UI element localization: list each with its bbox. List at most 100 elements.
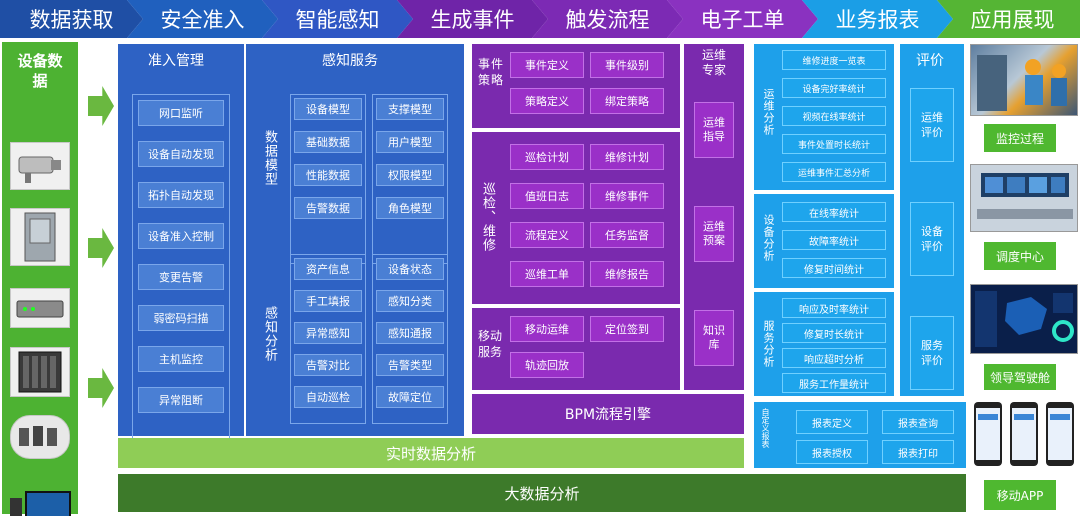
ops-report-item: 运维事件汇总分析 <box>782 162 886 182</box>
access-item: 异常阻断 <box>138 387 224 413</box>
big-data-analysis-text: 大数据分析 <box>504 484 580 503</box>
monitoring-photo <box>970 44 1078 116</box>
analysis-item: 手工填报 <box>294 290 362 312</box>
event-strategy-panel: 事件策略 事件定义事件级别策略定义绑定策略 <box>472 44 680 128</box>
service-analysis-label: 服务分析 <box>762 320 775 368</box>
analysis-item: 设备状态 <box>376 258 444 280</box>
service-report-item: 响应超时分析 <box>782 348 886 368</box>
model-item: 基础数据 <box>294 131 362 153</box>
custom-report-item: 报表授权 <box>796 440 868 464</box>
app-tag-mobile: 移动APP <box>984 480 1056 510</box>
bpm-engine-bar: BPM流程引擎 <box>472 394 744 434</box>
analysis-item: 异常感知 <box>294 322 362 344</box>
realtime-analysis-text: 实时数据分析 <box>385 444 476 463</box>
device-data-panel: 设备数据 <box>2 42 78 516</box>
inspect-item: 值班日志 <box>510 183 584 209</box>
analysis-item: 告警类型 <box>376 354 444 376</box>
access-item: 设备准入控制 <box>138 223 224 249</box>
mobile-service-panel: 移动服务 移动运维定位签到轨迹回放 <box>472 308 680 390</box>
cockpit-dashboard-photo <box>970 284 1078 354</box>
data-model-label: 数据模型 <box>262 130 277 186</box>
device-analysis-label: 设备分析 <box>762 214 775 262</box>
access-item: 变更告警 <box>138 264 224 290</box>
evaluation-item: 服务评价 <box>910 316 954 390</box>
realtime-analysis-bar: 实时数据分析 <box>118 438 744 468</box>
stage-2: 智能感知 <box>262 0 413 38</box>
ops-report-item: 维修进度一览表 <box>782 50 886 70</box>
bpm-engine-text: BPM流程引擎 <box>564 407 652 423</box>
analysis-item: 自动巡检 <box>294 386 362 408</box>
inspect-item: 任务监督 <box>590 222 664 248</box>
mobile-app-photo <box>970 400 1078 468</box>
mobile-item: 定位签到 <box>590 316 664 342</box>
stage-4: 触发流程 <box>532 0 683 38</box>
device-report-item: 故障率统计 <box>782 230 886 250</box>
service-report-item: 响应及时率统计 <box>782 298 886 318</box>
app-tag-cockpit: 领导驾驶舱 <box>984 364 1056 390</box>
inspect-repair-panel: 巡检、维修 巡检计划维修计划值班日志维修事件流程定义任务监督巡维工单维修报告 <box>472 132 680 304</box>
event-strategy-text: 事件策略 <box>478 57 505 87</box>
process-header: 数据获取安全准入智能感知生成事件触发流程电子工单业务报表应用展现 <box>0 0 1080 38</box>
inspect-item: 巡检计划 <box>510 144 584 170</box>
inspect-item: 巡维工单 <box>510 261 584 287</box>
dispatch-center-photo <box>970 164 1078 232</box>
perception-title: 感知服务 <box>322 53 378 69</box>
ops-report-item: 视频在线率统计 <box>782 106 886 126</box>
access-title: 准入管理 <box>148 53 204 69</box>
event-strategy-label: 事件策略 <box>478 56 508 88</box>
mobile-item: 移动运维 <box>510 316 584 342</box>
ops-report-item: 设备完好率统计 <box>782 78 886 98</box>
ops-analysis-label: 运维分析 <box>762 88 775 136</box>
app-tag-dispatch: 调度中心 <box>984 242 1056 270</box>
device-analysis-panel: 设备分析 在线率统计故障率统计修复时间统计 <box>754 194 894 288</box>
access-item: 设备自动发现 <box>138 141 224 167</box>
ops-expert-panel: 运维专家 运维指导运维预案知识库 <box>684 44 744 390</box>
ops-expert-item: 知识库 <box>694 310 734 366</box>
inspect-item: 流程定义 <box>510 222 584 248</box>
flow-arrow-icon <box>88 368 114 408</box>
analysis-item: 资产信息 <box>294 258 362 280</box>
model-item: 设备模型 <box>294 98 362 120</box>
strategy-item: 事件定义 <box>510 52 584 78</box>
custom-report-item: 报表定义 <box>796 410 868 434</box>
evaluation-title: 评价 <box>916 53 944 69</box>
mobile-item: 轨迹回放 <box>510 352 584 378</box>
access-item: 网口监听 <box>138 100 224 126</box>
inspect-item: 维修事件 <box>590 183 664 209</box>
monitor-pc-icon <box>10 488 71 516</box>
access-item: 主机监控 <box>138 346 224 372</box>
analysis-item: 故障定位 <box>376 386 444 408</box>
device-report-item: 修复时间统计 <box>782 258 886 278</box>
model-item: 告警数据 <box>294 197 362 219</box>
ops-expert-item: 运维预案 <box>694 206 734 262</box>
sensor-group-icon <box>10 415 70 459</box>
inspect-repair-label: 巡检、维修 <box>480 182 495 252</box>
inspect-item: 维修计划 <box>590 144 664 170</box>
ops-analysis-panel: 运维分析 维修进度一览表设备完好率统计视频在线率统计事件处置时长统计运维事件汇总… <box>754 44 894 190</box>
router-icon <box>10 288 70 328</box>
ops-expert-title: 运维专家 <box>701 48 726 77</box>
stage-1: 安全准入 <box>127 0 278 38</box>
strategy-item: 绑定策略 <box>590 88 664 114</box>
device-data-title: 设备数据 <box>17 52 63 90</box>
evaluation-item: 运维评价 <box>910 88 954 162</box>
custom-report-item: 报表查询 <box>882 410 954 434</box>
mobile-service-label: 移动服务 <box>478 329 503 359</box>
stage-6: 业务报表 <box>802 0 953 38</box>
perception-service-panel: 感知服务 数据模型 感知分析 设备模型支撑模型基础数据用户模型性能数据权限模型告… <box>246 44 464 436</box>
evaluation-panel: 评价 运维评价设备评价服务评价 <box>900 44 964 396</box>
big-data-analysis-bar: 大数据分析 <box>118 474 966 512</box>
access-item: 弱密码扫描 <box>138 305 224 331</box>
ops-report-item: 事件处置时长统计 <box>782 134 886 154</box>
service-report-item: 修复时长统计 <box>782 323 886 343</box>
access-management-panel: 准入管理 网口监听设备自动发现拓扑自动发现设备准入控制变更告警弱密码扫描主机监控… <box>118 44 244 462</box>
analysis-frame-right <box>372 254 448 424</box>
cabinet-icon <box>10 208 70 266</box>
flow-arrow-icon <box>88 86 114 126</box>
analysis-item: 告警对比 <box>294 354 362 376</box>
analysis-frame-left <box>290 254 366 424</box>
service-report-item: 服务工作量统计 <box>782 373 886 393</box>
custom-report-label: 自定义报表 <box>761 408 770 448</box>
analysis-item: 感知通报 <box>376 322 444 344</box>
inspect-item: 维修报告 <box>590 261 664 287</box>
